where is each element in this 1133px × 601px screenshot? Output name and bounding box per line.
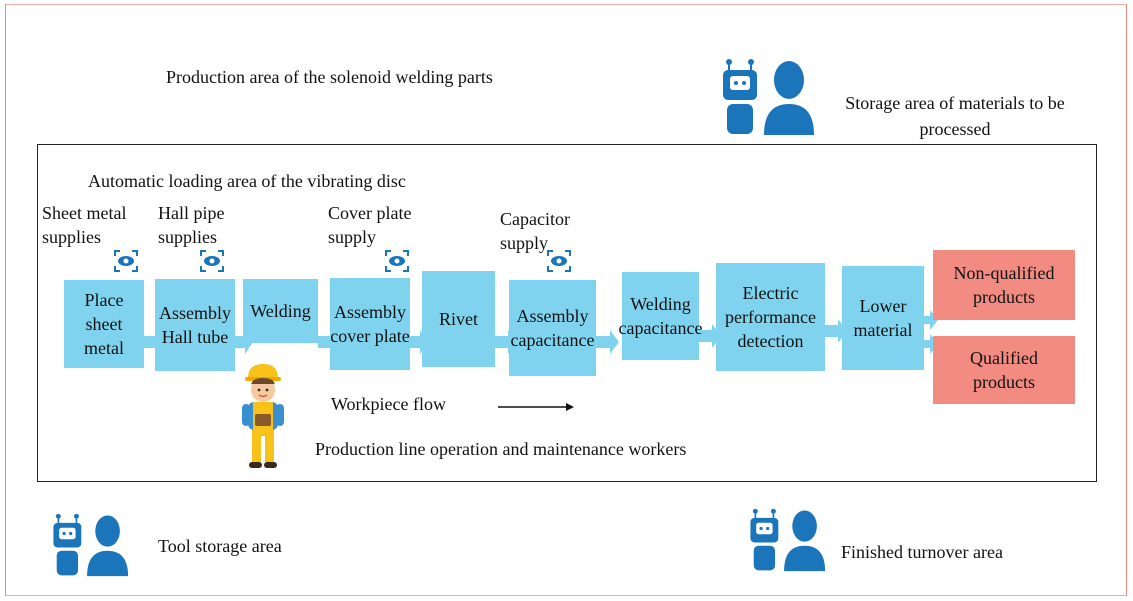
output-non-qualified-products: Non-qualified products xyxy=(933,250,1075,320)
person-icon xyxy=(87,515,129,577)
connector-arrow xyxy=(596,330,619,354)
connector-arrow xyxy=(825,319,847,343)
robot-person-icon xyxy=(723,59,814,135)
process-step-assembly-capacitance: Assembly capacitance xyxy=(509,280,596,376)
storage-area-label: Storage area of materials to be processe… xyxy=(845,93,1065,139)
arrow-right-icon xyxy=(498,403,574,411)
connector-arrow xyxy=(924,310,938,330)
workers-label: Production line operation and maintenanc… xyxy=(315,439,687,459)
robot-person-icon xyxy=(750,508,826,572)
loading-area-label: Automatic loading area of the vibrating … xyxy=(88,171,406,191)
finished-turnover-label: Finished turnover area xyxy=(841,542,1003,562)
vision-sensor-icon xyxy=(547,250,571,272)
vision-sensor-icon xyxy=(114,250,138,272)
workpiece-flow-label: Workpiece flow xyxy=(331,394,447,414)
cover-supply-label: Cover plate supply xyxy=(328,203,412,247)
process-step-place-sheet-metal: Place sheet metal xyxy=(64,280,144,368)
worker-icon xyxy=(242,364,284,468)
process-step-electric-performance-detection: Electric performance detection xyxy=(716,263,825,371)
process-step-assembly-cover-plate: Assembly cover plate xyxy=(330,278,410,370)
robot-icon xyxy=(53,513,82,576)
production-line-frame xyxy=(37,144,1097,482)
process-step-rivet: Rivet xyxy=(422,271,495,367)
capacitor-supply-label: Capacitor supply xyxy=(500,209,570,253)
person-icon xyxy=(764,61,814,135)
robot-person-icon xyxy=(53,513,129,577)
process-step-lower-material: Lower material xyxy=(842,266,924,370)
sheet-supplies-label: Sheet metal supplies xyxy=(42,203,127,247)
vision-sensor-icon xyxy=(200,250,224,272)
connector-arrow xyxy=(924,334,938,354)
process-step-welding-capacitance: Welding capacitance xyxy=(619,272,702,360)
vision-sensor-icon xyxy=(385,250,409,272)
robot-icon xyxy=(750,508,779,571)
person-icon xyxy=(784,510,826,572)
process-step-assembly-hall-tube: Assembly Hall tube xyxy=(155,279,235,371)
process-step-welding: Welding xyxy=(243,279,318,343)
output-qualified-products: Qualified products xyxy=(933,336,1075,404)
connector-arrow xyxy=(699,324,721,348)
tool-storage-label: Tool storage area xyxy=(158,536,282,556)
production-area-label: Production area of the solenoid welding … xyxy=(166,67,493,87)
hall-supplies-label: Hall pipe supplies xyxy=(158,203,225,247)
outer-frame xyxy=(5,4,1127,596)
